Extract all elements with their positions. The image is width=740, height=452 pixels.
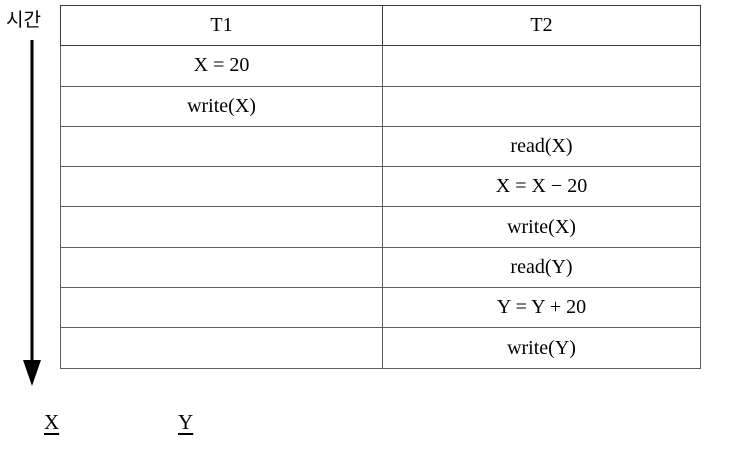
cell-t2: read(Y) (382, 246, 701, 289)
column-header-t1: T1 (60, 4, 383, 47)
cell-t2: Y = Y + 20 (382, 287, 701, 329)
table-row: write(Y) (60, 327, 701, 369)
cell-t2: X = X − 20 (382, 166, 701, 208)
table-row: X = 20 (60, 45, 701, 87)
cell-t1 (60, 287, 383, 329)
table-row: X = X − 20 (60, 166, 701, 208)
time-axis-label: 시간 (6, 9, 41, 31)
cell-t1: write(X) (60, 85, 383, 127)
table-row: write(X) (60, 206, 701, 248)
down-arrow-icon (23, 40, 41, 386)
cell-t1 (60, 206, 383, 248)
variable-labels: X Y (0, 410, 740, 450)
table-row: read(X) (60, 125, 701, 168)
table-header-row: T1 T2 (60, 4, 701, 47)
time-axis: 시간 (0, 0, 60, 400)
cell-t2: read(X) (382, 125, 701, 168)
table-row: read(Y) (60, 246, 701, 289)
cell-t1 (60, 246, 383, 289)
table-row: Y = Y + 20 (60, 287, 701, 329)
cell-t1 (60, 166, 383, 208)
cell-t2 (382, 45, 701, 87)
cell-t2 (382, 85, 701, 127)
cell-t1 (60, 327, 383, 369)
cell-t2: write(X) (382, 206, 701, 248)
column-header-t2: T2 (382, 4, 701, 47)
cell-t1 (60, 125, 383, 168)
cell-t2: write(Y) (382, 327, 701, 369)
table-row: write(X) (60, 85, 701, 127)
cell-t1: X = 20 (60, 45, 383, 87)
transaction-schedule-table: T1 T2 X = 20 write(X) read(X) X = X − 20… (60, 4, 701, 369)
table-body: X = 20 write(X) read(X) X = X − 20 write… (60, 45, 701, 369)
variable-label-y: Y (178, 410, 194, 434)
variable-label-x: X (44, 410, 60, 434)
